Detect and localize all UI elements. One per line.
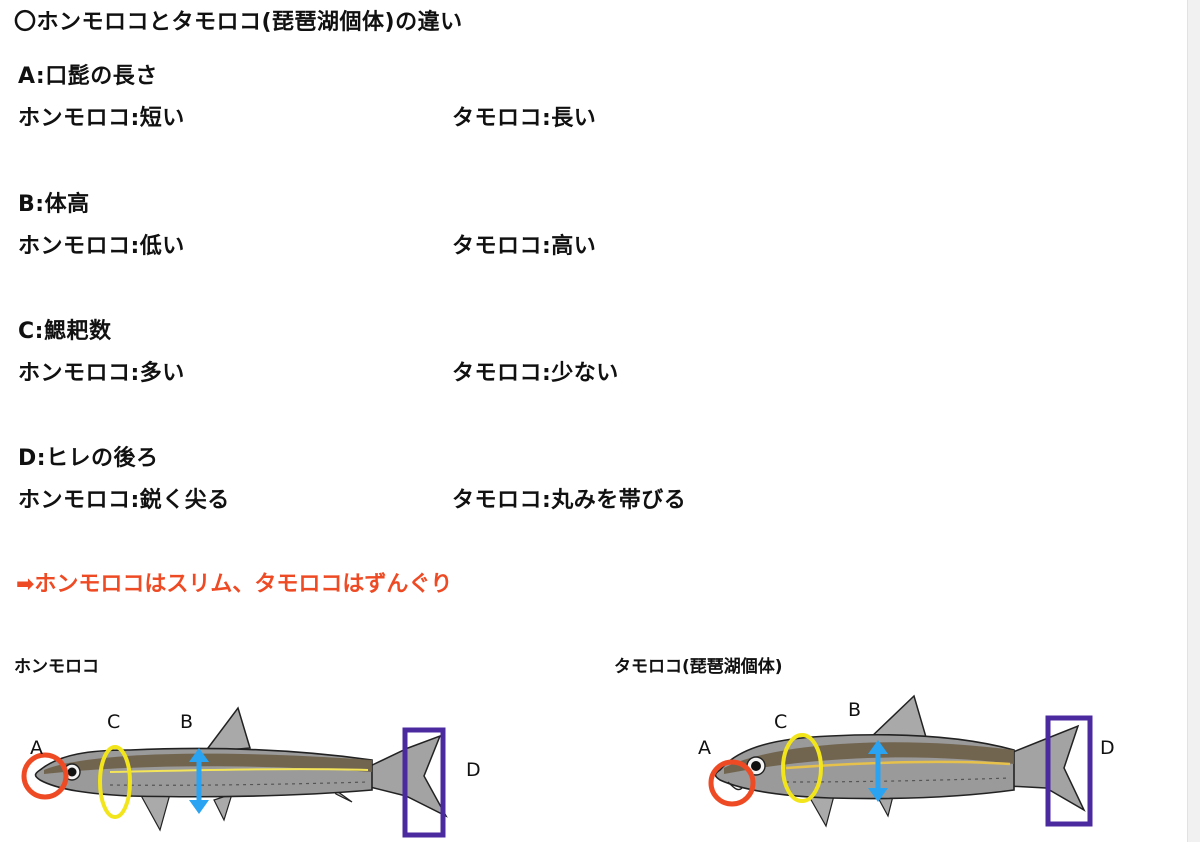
lateral-line <box>785 760 1011 770</box>
section-a-heading: A:口髭の長さ <box>18 64 158 89</box>
section-d-heading: D:ヒレの後ろ <box>18 446 159 471</box>
pupil <box>751 761 761 771</box>
section-c-heading: C:鰓耙数 <box>18 319 112 344</box>
section-d-honmoroko: ホンモロコ:鋭く尖る <box>18 488 230 513</box>
marker-b-label: B <box>848 699 861 721</box>
section-c-tamoroko: タモロコ:少ない <box>452 361 619 386</box>
tamoroko-figure-label: タモロコ(琵琶湖個体) <box>614 657 783 677</box>
marker-d-box <box>402 727 446 838</box>
marker-c-label: C <box>107 711 120 733</box>
section-c-honmoroko: ホンモロコ:多い <box>18 361 185 386</box>
section-a-tamoroko: タモロコ:長い <box>452 106 597 131</box>
marker-d-box <box>1045 715 1093 827</box>
marker-b-arrow <box>868 740 888 802</box>
ventral-fin <box>213 793 233 822</box>
lateral-line <box>109 768 369 773</box>
conclusion-text: ➡ホンモロコはスリム、タモロコはずんぐり <box>16 572 453 597</box>
pupil <box>67 767 77 777</box>
marker-d-label: D <box>1100 737 1115 759</box>
section-b-honmoroko: ホンモロコ:低い <box>18 234 185 259</box>
dorsal-fin <box>203 706 251 753</box>
marker-a-label: A <box>30 737 43 759</box>
page-title: 〇ホンモロコとタモロコ(琵琶湖個体)の違い <box>14 10 463 35</box>
section-a-honmoroko: ホンモロコ:短い <box>18 106 185 131</box>
marker-a-circle <box>21 752 69 800</box>
dorsal-shading <box>724 742 1014 774</box>
section-b-heading: B:体高 <box>18 192 90 217</box>
marker-c-ellipse <box>98 745 132 819</box>
marker-c-label: C <box>774 711 787 733</box>
scale-line <box>785 777 1011 783</box>
section-d-tamoroko: タモロコ:丸みを帯びる <box>452 488 687 513</box>
marker-a-label: A <box>698 737 711 759</box>
scale-line <box>109 781 369 786</box>
section-b-tamoroko: タモロコ:高い <box>452 234 597 259</box>
right-edge-bar <box>1187 0 1200 842</box>
marker-b-arrow <box>189 748 209 814</box>
honmoroko-illustration: A C B D <box>21 706 481 838</box>
marker-b-label: B <box>180 711 193 733</box>
marker-c-ellipse <box>781 733 823 803</box>
honmoroko-figure-label: ホンモロコ <box>14 657 99 677</box>
barbel <box>727 781 743 791</box>
tamoroko-illustration: A C B D <box>698 694 1115 828</box>
marker-a-circle <box>708 759 756 807</box>
marker-d-label: D <box>466 759 481 781</box>
